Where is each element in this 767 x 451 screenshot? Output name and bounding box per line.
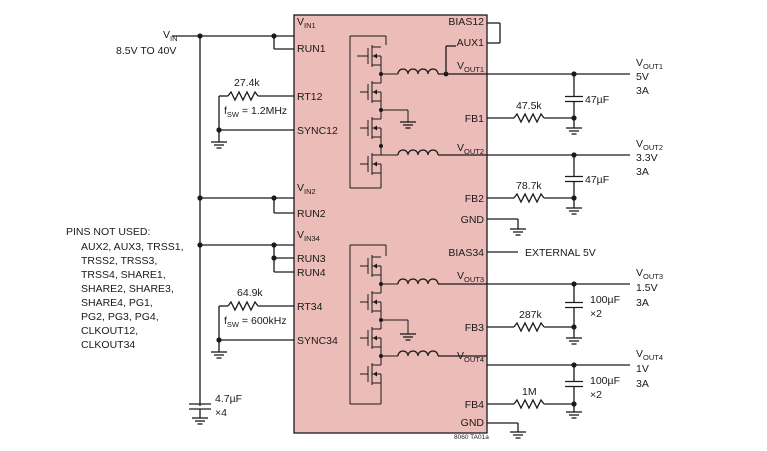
svg-text:RT12: RT12 bbox=[297, 91, 323, 103]
svg-text:RUN4: RUN4 bbox=[297, 267, 326, 279]
svg-text:3A: 3A bbox=[636, 297, 649, 309]
svg-text:VIN34: VIN34 bbox=[297, 229, 320, 243]
svg-text:100µF: 100µF bbox=[590, 294, 620, 306]
svg-text:VIN1: VIN1 bbox=[297, 16, 316, 30]
svg-text:FB3: FB3 bbox=[465, 322, 484, 334]
svg-text:47µF: 47µF bbox=[585, 174, 609, 186]
svg-text:TRSS2, TRSS3,: TRSS2, TRSS3, bbox=[81, 255, 157, 267]
svg-text:VOUT2: VOUT2 bbox=[457, 142, 484, 156]
svg-text:VIN2: VIN2 bbox=[297, 182, 316, 196]
svg-text:SHARE4, PG1,: SHARE4, PG1, bbox=[81, 297, 153, 309]
svg-text:AUX2, AUX3, TRSS1,: AUX2, AUX3, TRSS1, bbox=[81, 241, 184, 253]
vin-range: 8.5V TO 40V bbox=[116, 45, 176, 57]
gnd-top-connection bbox=[487, 218, 527, 236]
svg-text:TRSS4, SHARE1,: TRSS4, SHARE1, bbox=[81, 269, 166, 281]
pins-not-used-note: PINS NOT USED: AUX2, AUX3, TRSS1, TRSS2,… bbox=[66, 226, 184, 351]
svg-text:GND: GND bbox=[461, 417, 485, 429]
svg-text:AUX1: AUX1 bbox=[457, 37, 485, 49]
svg-text:FB4: FB4 bbox=[465, 399, 484, 411]
svg-text:3A: 3A bbox=[636, 378, 649, 390]
svg-text:BIAS34: BIAS34 bbox=[448, 247, 484, 259]
output-4: 100µF ×2 1M VOUT4 1V 3A bbox=[487, 348, 663, 419]
svg-text:×2: ×2 bbox=[590, 389, 602, 401]
svg-text:3A: 3A bbox=[636, 85, 649, 97]
svg-text:×2: ×2 bbox=[590, 308, 602, 320]
svg-text:100µF: 100µF bbox=[590, 375, 620, 387]
svg-text:1.5V: 1.5V bbox=[636, 282, 658, 294]
svg-text:fSW = 1.2MHz: fSW = 1.2MHz bbox=[224, 105, 287, 119]
svg-text:VIN: VIN bbox=[163, 29, 178, 43]
output-3: 100µF ×2 287k VOUT3 1.5V 3A bbox=[487, 267, 663, 345]
svg-text:1M: 1M bbox=[522, 386, 537, 398]
rt12-resistor-value: 27.4k bbox=[234, 77, 260, 89]
output-2: 47µF 78.7k VOUT2 3.3V 3A bbox=[487, 138, 663, 215]
svg-text:47µF: 47µF bbox=[585, 94, 609, 106]
svg-text:5V: 5V bbox=[636, 71, 649, 83]
svg-text:RT34: RT34 bbox=[297, 301, 323, 313]
svg-text:SYNC12: SYNC12 bbox=[297, 125, 338, 137]
svg-text:VOUT3: VOUT3 bbox=[636, 267, 663, 281]
figure-code: 8060 TA01a bbox=[454, 434, 489, 441]
vin-input: VIN 8.5V TO 40V bbox=[116, 29, 294, 406]
svg-text:SHARE2, SHARE3,: SHARE2, SHARE3, bbox=[81, 283, 174, 295]
external-bias-label: EXTERNAL 5V bbox=[525, 247, 596, 259]
svg-text:CLKOUT12,: CLKOUT12, bbox=[81, 325, 138, 337]
rt12-network: 27.4k fSW = 1.2MHz bbox=[210, 77, 294, 149]
internal-channel-34 bbox=[349, 244, 487, 405]
svg-text:FB2: FB2 bbox=[465, 193, 484, 205]
svg-text:FB1: FB1 bbox=[465, 113, 484, 125]
regulator-chip-body bbox=[293, 14, 488, 434]
svg-text:47.5k: 47.5k bbox=[516, 100, 542, 112]
output-1: 47µF 47.5k VOUT1 5V 3A bbox=[487, 57, 663, 135]
svg-text:78.7k: 78.7k bbox=[516, 180, 542, 192]
svg-text:RUN1: RUN1 bbox=[297, 43, 326, 55]
svg-text:GND: GND bbox=[461, 214, 485, 226]
svg-text:fSW = 600kHz: fSW = 600kHz bbox=[224, 315, 287, 329]
svg-text:3.3V: 3.3V bbox=[636, 152, 658, 164]
internal-channel-12 bbox=[349, 35, 487, 189]
svg-text:PG2, PG3, PG4,: PG2, PG3, PG4, bbox=[81, 311, 159, 323]
input-capacitor: 4.7µF ×4 bbox=[189, 393, 242, 425]
bias12-aux1-link bbox=[487, 22, 501, 44]
svg-text:287k: 287k bbox=[519, 309, 543, 321]
chip-left-pins: VIN1 RUN1 RT12 SYNC12 VIN2 RUN2 VIN34 RU… bbox=[297, 16, 338, 347]
bias34-connection: EXTERNAL 5V bbox=[487, 247, 596, 259]
svg-text:4.7µF: 4.7µF bbox=[215, 393, 242, 405]
svg-text:VOUT2: VOUT2 bbox=[636, 138, 663, 152]
svg-text:×4: ×4 bbox=[215, 407, 227, 419]
svg-text:1V: 1V bbox=[636, 363, 649, 375]
rt34-resistor-value: 64.9k bbox=[237, 287, 263, 299]
rt34-network: 64.9k fSW = 600kHz bbox=[210, 287, 294, 359]
gnd-bottom-connection bbox=[487, 422, 527, 439]
svg-text:CLKOUT34: CLKOUT34 bbox=[81, 339, 135, 351]
svg-text:VOUT1: VOUT1 bbox=[457, 60, 484, 74]
svg-text:VOUT1: VOUT1 bbox=[636, 57, 663, 71]
svg-text:RUN2: RUN2 bbox=[297, 208, 326, 220]
svg-text:RUN3: RUN3 bbox=[297, 253, 326, 265]
svg-text:VOUT4: VOUT4 bbox=[636, 348, 663, 362]
svg-text:SYNC34: SYNC34 bbox=[297, 335, 338, 347]
svg-text:VOUT3: VOUT3 bbox=[457, 270, 484, 284]
svg-text:3A: 3A bbox=[636, 166, 649, 178]
svg-text:BIAS12: BIAS12 bbox=[448, 16, 484, 28]
svg-text:PINS NOT USED:: PINS NOT USED: bbox=[66, 226, 150, 238]
chip-right-pins: BIAS12 AUX1 VOUT1 FB1 VOUT2 FB2 GND BIAS… bbox=[448, 16, 484, 429]
